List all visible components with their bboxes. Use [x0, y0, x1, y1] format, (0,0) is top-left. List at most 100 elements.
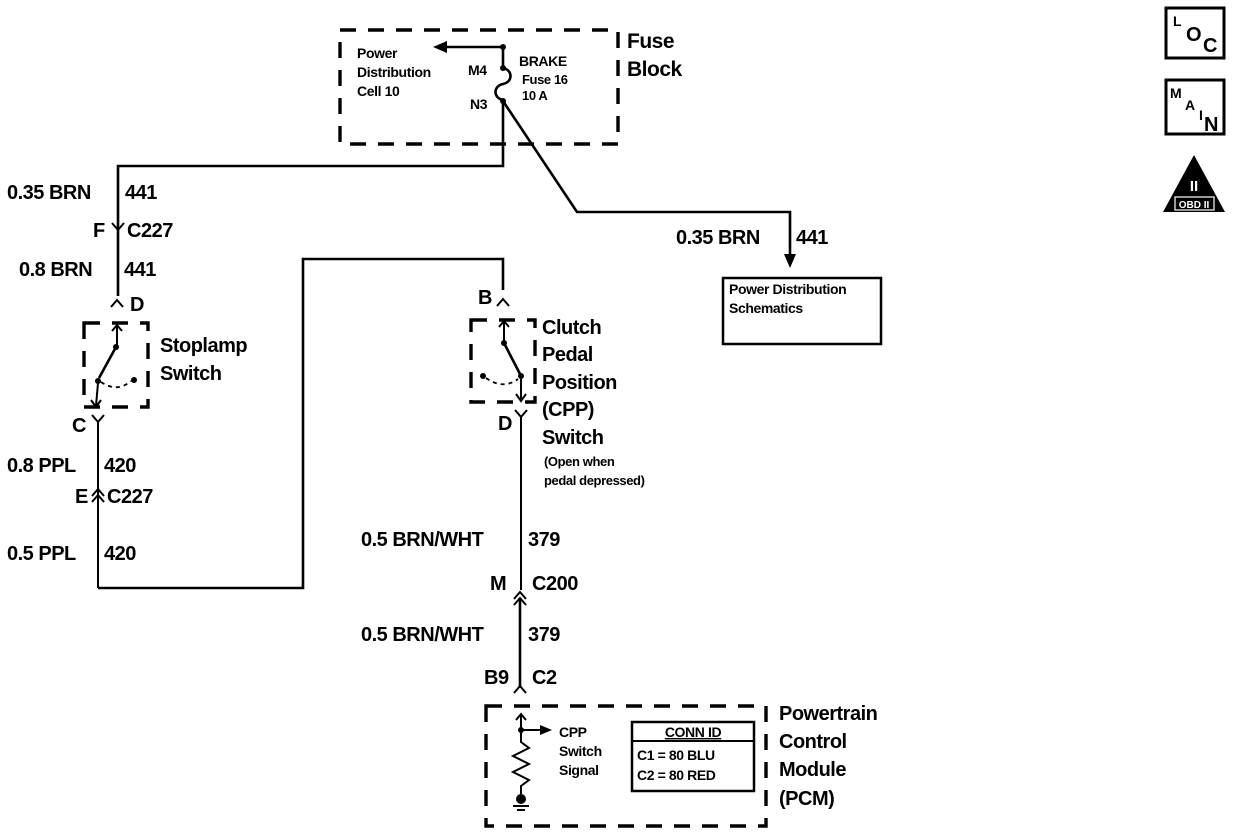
connector-c227-f-icon — [111, 222, 125, 232]
wire-441b-gauge: 0.8 BRN — [19, 259, 92, 281]
wire-379b-gauge: 0.5 BRN/WHT — [361, 624, 484, 646]
conn-id-table — [630, 720, 756, 793]
connector-c227-f-id: C227 — [127, 220, 173, 242]
switch-top-arrow-icon — [111, 322, 123, 345]
switch-contact-open — [131, 377, 137, 383]
switch-blade — [97, 346, 118, 379]
branch-wire-gauge: 0.35 BRN — [676, 227, 760, 249]
ground-lines-icon — [513, 805, 529, 811]
loc-icon[interactable]: L O C — [1164, 6, 1226, 60]
connector-c227-e-id: C227 — [107, 486, 153, 508]
cpp-b-connector-icon — [496, 297, 510, 307]
wire-441-gauge: 0.35 BRN — [7, 182, 91, 204]
obd-numeral: II — [1190, 178, 1198, 195]
fuse-number: Fuse 16 — [522, 72, 568, 87]
fuse-block: Fuse Block Power Distribution Cell 10 M4… — [338, 28, 683, 146]
wire-379b-number: 379 — [528, 624, 560, 646]
cpp-name-line1: Clutch — [542, 317, 601, 339]
wire-420b-number: 420 — [104, 543, 136, 565]
cpp-contact-closed — [518, 373, 524, 379]
wire-420-to-cpp — [98, 257, 505, 590]
connector-c227-e-pin: E — [75, 486, 88, 508]
obd-ii-icon[interactable]: II OBD II — [1163, 155, 1225, 212]
pcm: Powertrain Control Module (PCM) CPP Swit… — [484, 703, 878, 828]
loc-letter-l: L — [1173, 13, 1182, 29]
pullup-resistor-icon — [510, 732, 532, 794]
pcm-signal-line3: Signal — [559, 762, 599, 778]
obd-label: OBD II — [1179, 200, 1210, 211]
cpp-switch: B D Clutch Pedal Position (CPP) Switch (… — [469, 287, 645, 590]
cpp-name-line3: Position — [542, 372, 617, 394]
wire-441-number: 441 — [125, 182, 157, 204]
conn-id-title: CONN ID — [665, 724, 722, 740]
wire-379-number: 379 — [528, 529, 560, 551]
pcm-signal-line2: Switch — [559, 743, 602, 759]
connector-c227-f-pin: F — [93, 220, 105, 242]
wire-420b-gauge: 0.5 PPL — [7, 543, 76, 565]
fuse-block-title-line1: Fuse — [627, 30, 674, 53]
main-letter-a: A — [1185, 97, 1195, 113]
wire-441-branch — [501, 100, 792, 258]
power-dist-line3: Cell 10 — [357, 83, 400, 99]
power-dist-ref-line1: Power Distribution — [729, 281, 846, 297]
main-icon[interactable]: M A I N — [1164, 78, 1226, 136]
fuse-node-top — [500, 44, 506, 50]
connector-c200-pin: M — [490, 573, 506, 595]
terminal-m4: M4 — [468, 62, 487, 78]
loc-icon-frame[interactable] — [1164, 6, 1226, 60]
main-letter-n: N — [1204, 114, 1218, 136]
pcm-name-line1: Powertrain — [779, 703, 877, 725]
pcm-outline — [484, 704, 768, 828]
switch-bottom-arrow-icon — [90, 382, 102, 409]
ground-icon — [516, 794, 526, 804]
connector-c2-icon — [513, 684, 527, 694]
power-dist-branch: 0.35 BRN 441 Power Distribution Schemati… — [501, 100, 883, 346]
power-dist-ref-line2: Schematics — [729, 300, 803, 316]
cpp-switch-outline — [469, 318, 537, 404]
cpp-name-line4: (CPP) — [542, 399, 594, 421]
cpp-note-line2: pedal depressed) — [544, 473, 645, 488]
main-icon-frame[interactable] — [1164, 78, 1226, 136]
cpp-signal-circuit: 0.5 BRN/WHT 379 M C200 0.5 BRN/WHT 379 B… — [361, 529, 579, 694]
cpp-pin-d: D — [498, 413, 512, 435]
power-dist-arrow-icon — [433, 41, 447, 53]
main-letter-m: M — [1170, 85, 1181, 101]
cpp-name-line2: Pedal — [542, 344, 593, 366]
pcm-name-line2: Control — [779, 731, 847, 753]
stoplamp-circuit: 0.35 BRN 441 F C227 0.8 BRN 441 D C Stop… — [7, 101, 505, 590]
wire-420-number: 420 — [104, 455, 136, 477]
pcm-name-line4: (PCM) — [779, 788, 834, 810]
power-dist-line1: Power — [357, 45, 398, 61]
cpp-name-line5: Switch — [542, 427, 603, 449]
wire-420-gauge: 0.8 PPL — [7, 455, 76, 477]
pcm-signal-line1: CPP — [559, 724, 587, 740]
cpp-travel-dotted — [485, 377, 519, 386]
power-dist-line2: Distribution — [357, 64, 431, 80]
branch-wire-number: 441 — [796, 227, 828, 249]
connector-c200-id: C200 — [532, 573, 578, 595]
branch-arrow-icon — [784, 254, 796, 268]
switch-contact-closed — [95, 378, 101, 384]
cpp-note-line1: (Open when — [544, 454, 615, 469]
fuse-element-icon — [494, 66, 512, 102]
cpp-contact-open — [480, 373, 486, 379]
connector-c2-pin: B9 — [484, 667, 509, 689]
conn-id-row1: C1 = 80 BLU — [637, 747, 715, 763]
fuse-block-title-line2: Block — [627, 58, 683, 81]
switch-c-connector-icon — [91, 414, 105, 588]
cpp-pin-b: B — [478, 287, 492, 309]
wire-441b-number: 441 — [124, 259, 156, 281]
power-dist-ref-box[interactable] — [721, 276, 883, 346]
obd-label-box — [1174, 196, 1215, 211]
fuse-name: BRAKE — [519, 53, 567, 69]
connector-c227-e-icon — [91, 487, 105, 503]
loc-letter-c: C — [1203, 35, 1217, 57]
cpp-top-arrow-icon — [498, 319, 510, 341]
main-letter-i: I — [1199, 107, 1203, 123]
cpp-blade — [502, 342, 522, 375]
cpp-bottom-arrow-icon — [515, 379, 527, 403]
connector-c2-id: C2 — [532, 667, 557, 689]
loc-letter-o: O — [1186, 24, 1201, 46]
stoplamp-name-line2: Switch — [160, 363, 221, 385]
